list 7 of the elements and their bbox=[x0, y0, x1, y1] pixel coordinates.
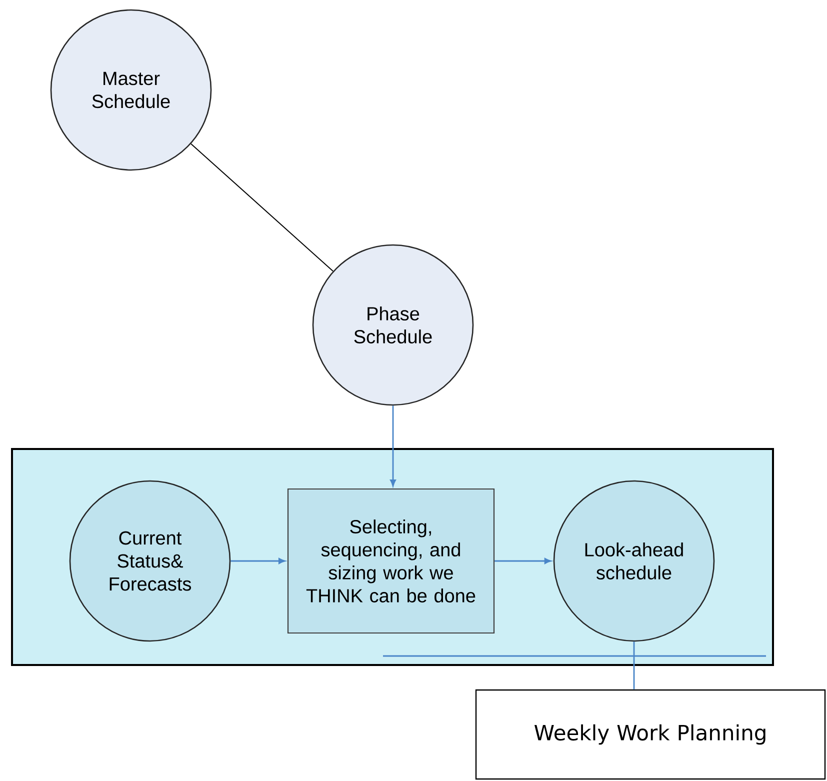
connector bbox=[382, 640, 767, 690]
connector bbox=[190, 143, 334, 272]
connector bbox=[230, 558, 286, 564]
process-box: Selecting, sequencing, and sizing work we THINK can be done bbox=[287, 488, 495, 634]
connector bbox=[494, 558, 552, 564]
output-box: Weekly Work Planning bbox=[475, 689, 826, 780]
connector bbox=[390, 406, 396, 486]
